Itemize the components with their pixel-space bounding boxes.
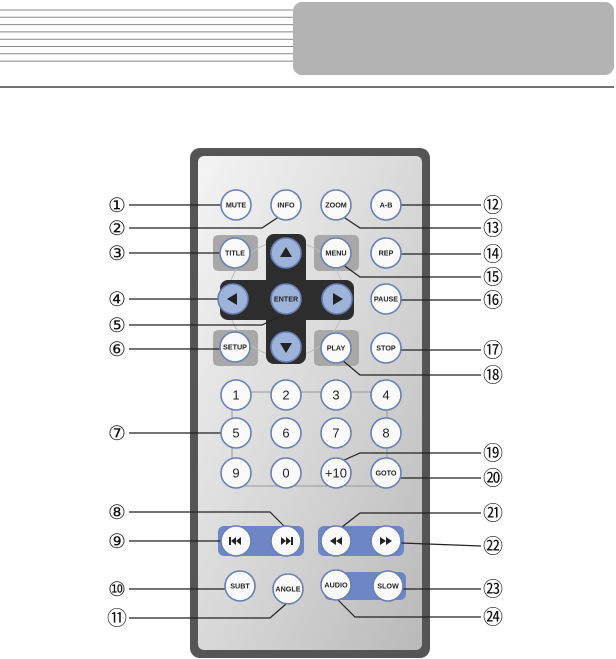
enter-label: ENTER <box>274 295 299 304</box>
callout-label-ffwd: ㉒ <box>483 535 503 558</box>
d7-label: 7 <box>332 426 339 441</box>
d8-label: 8 <box>382 426 389 441</box>
callout-label-mute: ① <box>108 195 126 217</box>
prev-button[interactable] <box>221 526 251 556</box>
page-header <box>0 2 614 87</box>
d8-button[interactable]: 8 <box>371 418 401 448</box>
left-button[interactable] <box>218 284 248 314</box>
goto-label: GOTO <box>375 469 396 478</box>
info-button[interactable]: INFO <box>271 190 301 220</box>
subt-button[interactable]: SUBT <box>225 571 255 601</box>
setup-button[interactable]: SETUP <box>220 332 250 362</box>
d9-button[interactable]: 9 <box>221 458 251 488</box>
callout-label-rep: ⑭ <box>483 243 503 266</box>
callout-label-pause: ⑯ <box>483 289 503 312</box>
d0-label: 0 <box>282 466 289 481</box>
callout-label-enter: ⑤ <box>108 315 126 337</box>
callout-label-left: ④ <box>108 289 126 311</box>
callout-label-info: ② <box>108 218 126 240</box>
zoom-label: ZOOM <box>325 201 347 210</box>
callout-label-plus10: ⑲ <box>483 442 503 465</box>
goto-button[interactable]: GOTO <box>371 458 401 488</box>
callout-label-title: ③ <box>108 243 126 265</box>
d5-label: 5 <box>232 426 239 441</box>
callout-label-setup: ⑥ <box>108 339 126 361</box>
callout-label-ab: ⑫ <box>483 194 503 217</box>
d6-label: 6 <box>282 426 289 441</box>
right-button[interactable] <box>322 284 352 314</box>
d9-label: 9 <box>232 466 239 481</box>
down-button[interactable] <box>271 332 301 362</box>
rep-button[interactable]: REP <box>371 238 401 268</box>
callout-label-rew: ㉑ <box>483 502 503 525</box>
mute-button[interactable]: MUTE <box>221 190 251 220</box>
audio-label: AUDIO <box>324 581 348 590</box>
play-label: PLAY <box>327 344 346 353</box>
d0-button[interactable]: 0 <box>271 458 301 488</box>
plus10-button[interactable]: +10 <box>321 458 351 488</box>
info-label: INFO <box>277 201 295 210</box>
d7-button[interactable]: 7 <box>321 418 351 448</box>
setup-label: SETUP <box>223 343 247 352</box>
callout-label-audio: ㉔ <box>483 606 503 629</box>
rep-label: REP <box>379 249 394 258</box>
callout-label-goto: ⑳ <box>483 467 503 490</box>
callout-label-d5: ⑦ <box>108 423 126 445</box>
callout-label-play: ⑱ <box>483 364 503 387</box>
callout-label-next: ⑧ <box>108 502 126 524</box>
angle-label: ANGLE <box>275 585 300 594</box>
subt-label: SUBT <box>230 582 250 591</box>
plus10-label: +10 <box>325 466 347 481</box>
title-label: TITLE <box>225 249 245 258</box>
rew-button[interactable] <box>321 526 351 556</box>
callout-label-menu: ⑮ <box>483 266 503 289</box>
menu-button[interactable]: MENU <box>321 238 351 268</box>
ab-label: A-B <box>380 201 393 210</box>
callout-label-subt: ⑩ <box>108 579 126 601</box>
d3-button[interactable]: 3 <box>321 380 351 410</box>
menu-label: MENU <box>325 249 346 258</box>
mute-label: MUTE <box>226 201 247 210</box>
slow-button[interactable]: SLOW <box>373 571 403 601</box>
callout-label-slow: ㉓ <box>483 578 503 601</box>
d3-label: 3 <box>332 388 339 403</box>
callout-label-zoom: ⑬ <box>483 217 503 240</box>
ab-button[interactable]: A-B <box>371 190 401 220</box>
header-box <box>293 2 614 75</box>
pause-label: PAUSE <box>374 295 398 304</box>
stop-button[interactable]: STOP <box>371 333 401 363</box>
callout-label-prev: ⑨ <box>108 531 126 553</box>
d4-label: 4 <box>382 388 389 403</box>
slow-label: SLOW <box>377 582 399 591</box>
d1-label: 1 <box>232 388 239 403</box>
d2-label: 2 <box>282 388 289 403</box>
ffwd-button[interactable] <box>371 526 401 556</box>
audio-button[interactable]: AUDIO <box>321 570 351 600</box>
next-button[interactable] <box>271 526 301 556</box>
stop-label: STOP <box>376 344 396 353</box>
d4-button[interactable]: 4 <box>371 380 401 410</box>
title-button[interactable]: TITLE <box>220 238 250 268</box>
up-button[interactable] <box>271 238 301 268</box>
enter-button[interactable]: ENTER <box>271 284 301 314</box>
play-button[interactable]: PLAY <box>321 333 351 363</box>
callout-label-angle: ⑪ <box>107 607 127 630</box>
angle-button[interactable]: ANGLE <box>273 574 303 604</box>
zoom-button[interactable]: ZOOM <box>321 190 351 220</box>
callout-label-stop: ⑰ <box>483 339 503 362</box>
header-lines <box>0 10 293 61</box>
pause-button[interactable]: PAUSE <box>371 284 401 314</box>
d6-button[interactable]: 6 <box>271 418 301 448</box>
d5-button[interactable]: 5 <box>221 418 251 448</box>
d2-button[interactable]: 2 <box>271 380 301 410</box>
d1-button[interactable]: 1 <box>221 380 251 410</box>
